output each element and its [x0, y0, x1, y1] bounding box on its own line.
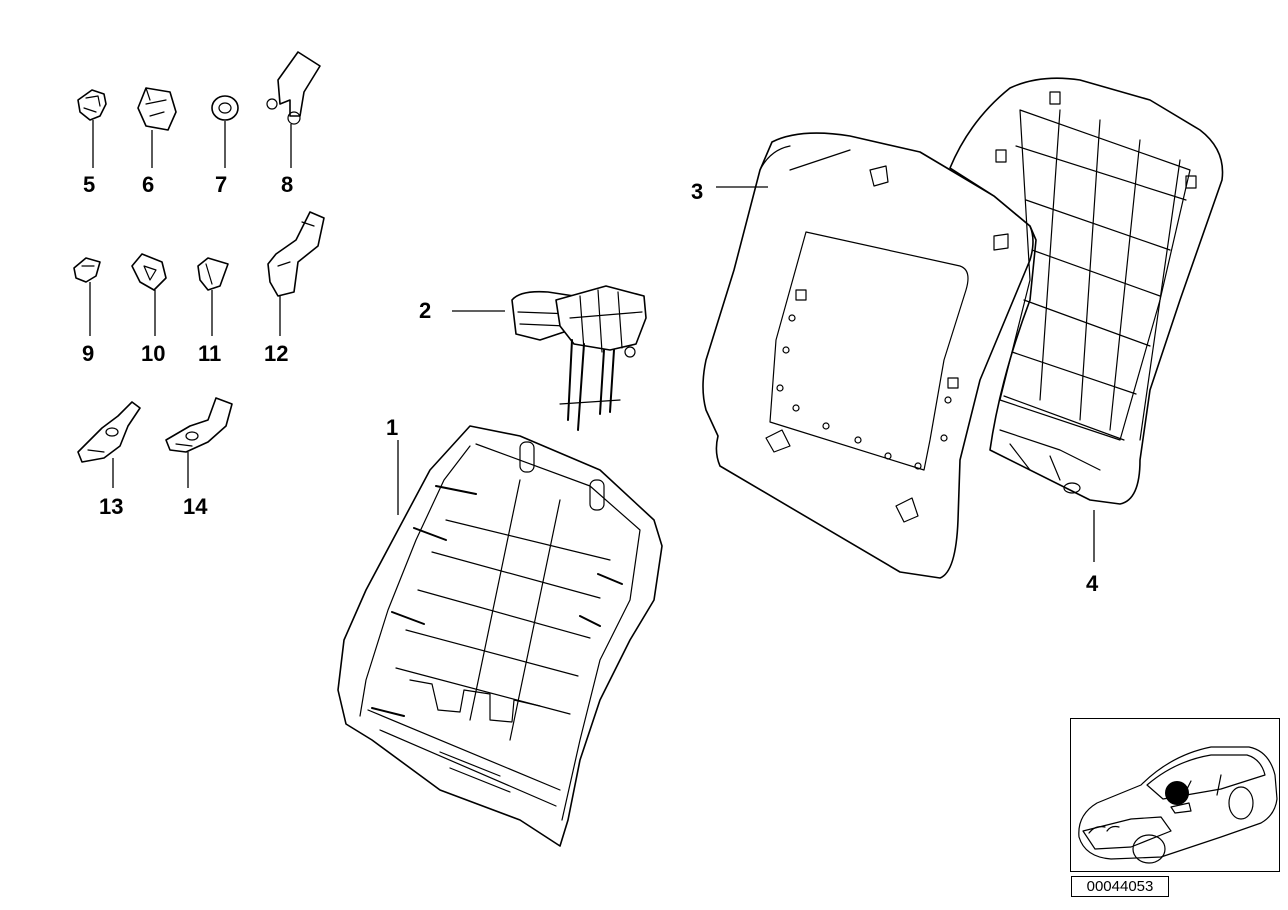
part-7-grommet[interactable]	[211, 95, 239, 121]
vehicle-locator-thumbnail	[1070, 718, 1280, 872]
part-6-clip[interactable]	[137, 87, 177, 131]
callout-10: 10	[141, 341, 165, 366]
part-8-bracket[interactable]	[266, 51, 321, 125]
callout-2: 2	[419, 298, 431, 323]
callout-13: 13	[99, 494, 123, 519]
callout-5: 5	[83, 172, 95, 197]
callout-14: 14	[183, 494, 208, 519]
part-12-bracket[interactable]	[267, 211, 325, 297]
part-14-bracket[interactable]	[165, 397, 233, 453]
part-10-clip[interactable]	[131, 253, 167, 291]
callout-9: 9	[82, 341, 94, 366]
part-9-clip[interactable]	[73, 257, 101, 283]
callout-1: 1	[386, 415, 398, 440]
part-3-rear-panel[interactable]	[702, 132, 1034, 579]
callout-4: 4	[1086, 571, 1099, 596]
part-1-backrest-frame[interactable]	[337, 425, 663, 847]
part-11-clip[interactable]	[197, 257, 229, 291]
part-2-mechanism[interactable]	[511, 285, 647, 431]
car-outline-drawing	[1078, 746, 1278, 864]
callout-3: 3	[691, 179, 703, 204]
callout-12: 12	[264, 341, 288, 366]
part-13-bracket[interactable]	[77, 401, 141, 463]
callout-6: 6	[142, 172, 154, 197]
locator-marker	[1165, 781, 1189, 805]
part-4-spring-mat[interactable]	[949, 77, 1224, 505]
callout-7: 7	[215, 172, 227, 197]
callout-8: 8	[281, 172, 293, 197]
panel-clips	[776, 314, 952, 470]
callout-11: 11	[198, 341, 221, 366]
document-id: 00044053	[1071, 876, 1169, 897]
part-5-clip[interactable]	[77, 89, 107, 121]
